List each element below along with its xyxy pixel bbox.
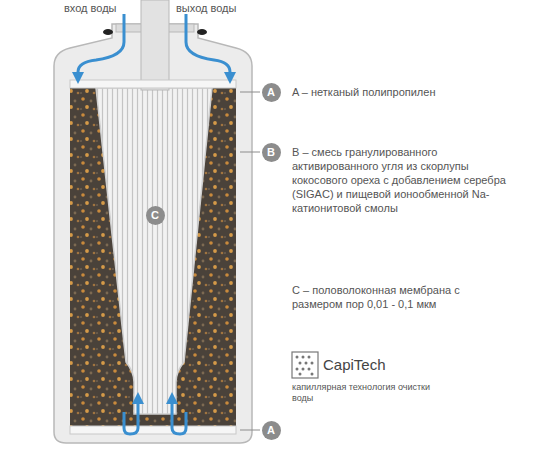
callout-letter: A: [262, 421, 281, 440]
callout-letter: A: [262, 83, 281, 102]
part-description: B – смесь гранулированного активированно…: [292, 145, 522, 215]
logo-subtitle: капиллярная технология очистки воды: [292, 382, 442, 404]
part-description: A – нетканый полипропилен: [292, 85, 532, 99]
part-description: C – половолоконная мембрана с размером п…: [292, 283, 492, 311]
inlet-label: вход воды: [64, 1, 124, 15]
callout-text: B: [267, 147, 275, 158]
outlet-label: выход воды: [176, 1, 246, 15]
callout-letter: B: [262, 143, 281, 162]
callout-text: A: [267, 425, 275, 436]
callout-letter: C: [146, 206, 165, 225]
callout-text: C: [151, 210, 159, 221]
logo-text: CapiTech: [323, 356, 443, 374]
callout-text: A: [267, 87, 275, 98]
